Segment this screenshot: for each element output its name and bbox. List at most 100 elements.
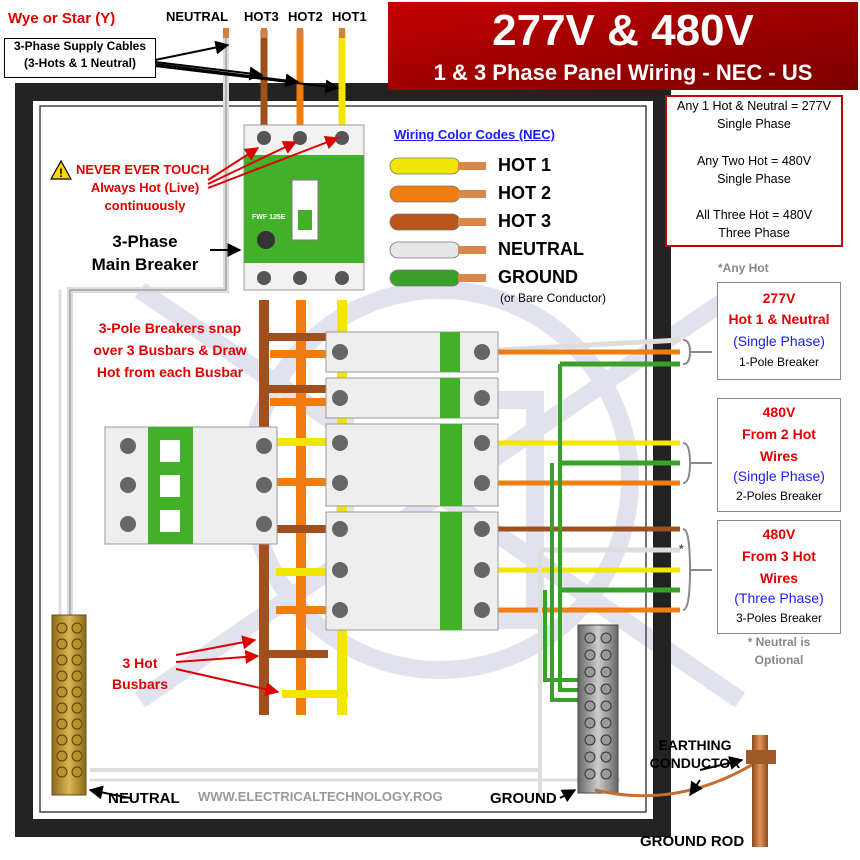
earthing-conductor-label2: CONDUCTOR	[649, 755, 741, 771]
neutral-bar-screw	[71, 702, 83, 714]
page-title: 277V & 480V	[492, 6, 754, 55]
box2-phase: (Single Phase)	[733, 468, 825, 484]
box-480v-three	[717, 520, 841, 634]
ground-bar-screw	[600, 632, 612, 644]
ground-bar-screw	[584, 751, 596, 763]
box1-phase: (Single Phase)	[733, 333, 825, 349]
color-code-label: HOT 2	[498, 183, 552, 203]
box2-breaker: 2-Poles Breaker	[735, 489, 823, 503]
box-480v-single	[717, 398, 841, 512]
ground-bar-screw	[600, 717, 612, 729]
wire-swatch-0	[389, 157, 461, 175]
box2-desc: From 2 Hot	[742, 426, 816, 442]
neutral-bar-screw	[71, 638, 83, 650]
neutral-bar-screw	[56, 670, 68, 682]
wire-swatch-1	[389, 185, 461, 203]
warning-line1: NEVER EVER TOUCH	[76, 162, 210, 177]
ground-bar-screw	[584, 700, 596, 712]
wire-conductor-3	[458, 246, 486, 254]
neutral-bar-screw	[56, 638, 68, 650]
main-breaker-label1: 3-Phase	[112, 232, 178, 251]
wire-conductor-2	[458, 218, 486, 226]
three-pole-breaker[interactable]	[325, 511, 499, 631]
asterisk-marker: *	[679, 542, 684, 556]
box2-volts: 480V	[762, 404, 796, 420]
ground-rod	[594, 735, 776, 847]
neutral-bar-screw	[56, 718, 68, 730]
neutral-bar-screw	[56, 702, 68, 714]
box3-phase: (Three Phase)	[734, 590, 824, 606]
info-line-3a: All Three Hot = 480V	[695, 208, 813, 222]
ground-bar	[577, 624, 619, 794]
earthing-conductor-label1: EARTHING	[658, 737, 732, 753]
ground-bar-screw	[600, 666, 612, 678]
grouping-brackets	[682, 339, 712, 611]
ground-bar-screw	[584, 717, 596, 729]
ground-bar-screw	[584, 768, 596, 780]
ground-bar-screw	[584, 666, 596, 678]
color-codes-title: Wiring Color Codes (NEC)	[394, 127, 555, 142]
wire-conductor-4	[458, 274, 486, 282]
supply-cables-line1: 3-Phase Supply Cables	[13, 39, 147, 53]
ground-note: (or Bare Conductor)	[500, 291, 607, 305]
info-line-2a: Any Two Hot = 480V	[696, 154, 812, 168]
ground-bar-screw	[600, 683, 612, 695]
box1-breaker: 1-Pole Breaker	[738, 355, 820, 369]
neutral-bar-screw	[56, 654, 68, 666]
wire-conductor-0	[458, 162, 486, 170]
main-breaker[interactable]	[243, 124, 365, 291]
wire-swatch-4	[389, 269, 461, 287]
box3-breaker: 3-Poles Breaker	[735, 611, 823, 625]
wire-label-hot3: HOT3	[244, 9, 279, 24]
neutral-bar-screw	[71, 766, 83, 778]
color-code-label: NEUTRAL	[498, 239, 584, 259]
color-code-label: HOT 1	[498, 155, 552, 175]
box1-desc: Hot 1 & Neutral	[728, 311, 830, 327]
two-pole-breaker[interactable]	[325, 423, 499, 507]
wire-label-hot1: HOT1	[332, 9, 367, 24]
info-line-3b: Three Phase	[718, 226, 790, 240]
warning-icon: !	[50, 160, 72, 180]
ground-bar-screw	[600, 768, 612, 780]
color-code-label: HOT 3	[498, 211, 552, 231]
info-line-1a: Any 1 Hot & Neutral = 277V	[677, 99, 831, 113]
ground-bar-screw	[584, 683, 596, 695]
neutral-bar-screw	[71, 654, 83, 666]
info-line-2b: Single Phase	[717, 172, 791, 186]
box-277v	[717, 282, 841, 380]
single-pole-breakers[interactable]	[325, 331, 499, 419]
busbars-label-1: 3 Hot	[122, 655, 158, 671]
neutral-bar-screw	[71, 686, 83, 698]
ground-bar-screw	[600, 734, 612, 746]
neutral-bar-screw	[71, 622, 83, 634]
breaker-note-line3: Hot from each Busbar	[96, 364, 244, 380]
load-wires	[58, 290, 681, 800]
website-watermark: WWW.ELECTRICALTECHNOLOGY.ROG	[198, 789, 443, 804]
ground-rod-label: GROUND ROD	[640, 833, 745, 850]
box2-desc2: Wires	[759, 448, 798, 464]
supply-cables-line2: (3-Hots & 1 Neutral)	[23, 56, 136, 70]
neutral-bar-screw	[71, 734, 83, 746]
color-code-label: GROUND	[498, 267, 578, 287]
ground-bar-label: GROUND	[490, 790, 557, 807]
neutral-bar-screw	[56, 750, 68, 762]
wye-label: Wye or Star (Y)	[8, 10, 116, 27]
supply-cables-box	[4, 38, 156, 78]
ground-bar-screw	[584, 632, 596, 644]
main-breaker-model: FWF 125E	[252, 214, 286, 221]
info-line-1b: Single Phase	[717, 117, 791, 131]
wire-label-neutral: NEUTRAL	[166, 9, 229, 24]
neutral-bar-label: NEUTRAL	[108, 790, 180, 807]
ground-bar-screw	[600, 751, 612, 763]
box3-volts: 480V	[762, 526, 796, 542]
breaker-note-line2: over 3 Busbars & Draw	[93, 342, 247, 358]
ground-bar-screw	[584, 649, 596, 661]
wire-label-hot2: HOT2	[288, 9, 323, 24]
neutral-optional-1: * Neutral is	[747, 635, 811, 649]
ground-bar-screw	[584, 734, 596, 746]
left-3-pole-breaker[interactable]	[104, 426, 278, 545]
page-subtitle: 1 & 3 Phase Panel Wiring - NEC - US	[433, 60, 813, 85]
wire-swatch-3	[389, 241, 461, 259]
